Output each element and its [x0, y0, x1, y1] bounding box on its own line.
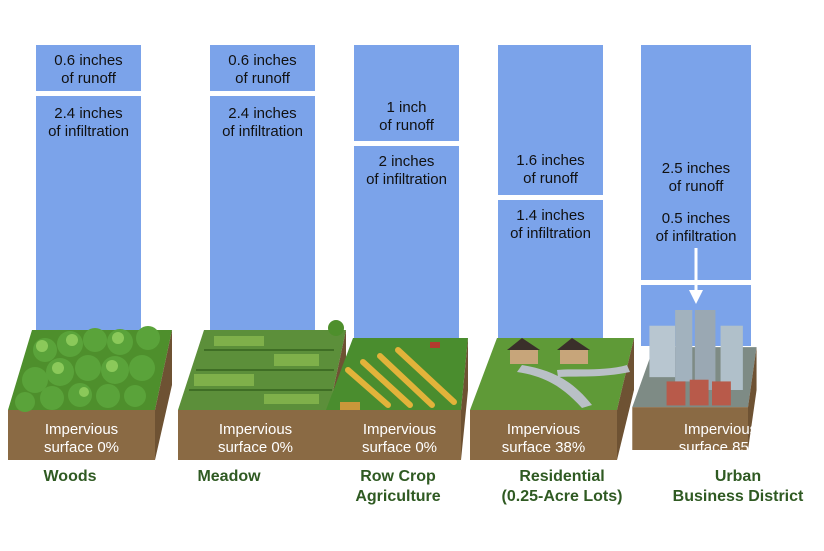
- column-woods: 0.6 inches of runoff 2.4 inches of infil…: [0, 0, 172, 551]
- runoff-label: 2.5 inches of runoff: [661, 160, 731, 195]
- woods-terrain-block: [8, 326, 172, 460]
- impervious-label: Impervious surface 85%: [678, 421, 763, 456]
- land-use-name: Woods: [43, 468, 97, 485]
- row-crop-terrain-block: [326, 338, 468, 460]
- runoff-bar: [210, 45, 315, 91]
- runoff-bar: [641, 45, 751, 280]
- infiltration-arrow-icon: [689, 248, 703, 304]
- runoff-bar: [354, 45, 459, 141]
- land-use-name: Urban Business District: [672, 468, 804, 505]
- infiltration-label: 0.5 inches of infiltration: [655, 210, 737, 245]
- impervious-label: Impervious surface 38%: [501, 421, 586, 456]
- runoff-bar: [498, 45, 603, 195]
- column-meadow: 0.6 inches of runoff 2.4 inches of infil…: [174, 0, 346, 551]
- infiltration-bar: [354, 146, 459, 346]
- runoff-label: 1.6 inches of runoff: [516, 152, 585, 187]
- column-row-crop: 1 inch of runoff 2 inches of infiltratio…: [318, 0, 468, 551]
- runoff-label: 0.6 inches of runoff: [228, 52, 297, 87]
- runoff-label: 1 inch of runoff: [379, 99, 434, 134]
- column-residential: 1.6 inches of runoff 1.4 inches of infil…: [462, 0, 634, 551]
- land-use-name: Residential (0.25-Acre Lots): [501, 468, 623, 505]
- meadow-terrain-block: [178, 320, 346, 460]
- impervious-label: Impervious surface 0%: [217, 421, 294, 456]
- land-use-name: Row Crop Agriculture: [355, 468, 441, 505]
- runoff-bar: [36, 45, 141, 91]
- urban-terrain-block: [632, 310, 757, 450]
- column-urban: 2.5 inches of runoff 0.5 inches of infil…: [608, 0, 803, 551]
- infiltration-bar: [36, 96, 141, 346]
- infiltration-label: 1.4 inches of infiltration: [510, 207, 591, 242]
- residential-terrain-block: [470, 338, 634, 460]
- infiltration-label: 2 inches of infiltration: [366, 153, 447, 188]
- impervious-label: Impervious surface 0%: [361, 421, 438, 456]
- infiltration-bar: [210, 96, 315, 346]
- infiltration-label: 2.4 inches of infiltration: [48, 105, 129, 140]
- infiltration-bar: [498, 200, 603, 346]
- runoff-label: 0.6 inches of runoff: [54, 52, 123, 87]
- infiltration-label: 2.4 inches of infiltration: [222, 105, 303, 140]
- impervious-label: Impervious surface 0%: [43, 421, 120, 456]
- land-use-name: Meadow: [197, 468, 261, 485]
